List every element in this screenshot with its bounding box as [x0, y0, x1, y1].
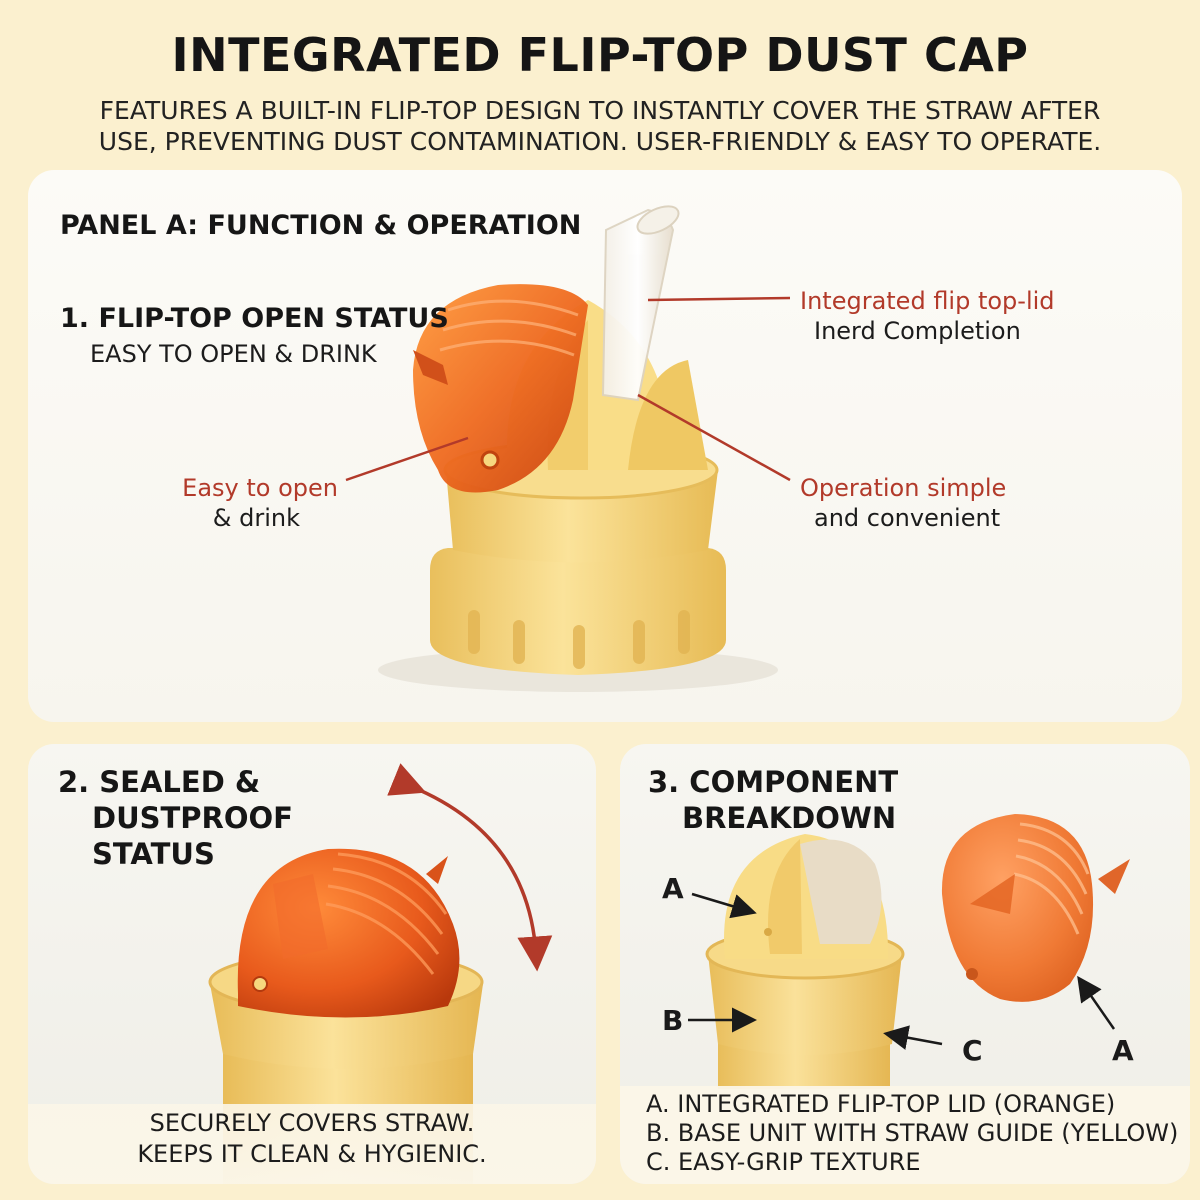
label-a-lid: A — [1112, 1034, 1134, 1067]
panel-3-title: 3. COMPONENT BREAKDOWN — [648, 764, 898, 836]
page-subtitle: FEATURES A BUILT-IN FLIP-TOP DESIGN TO I… — [40, 95, 1160, 157]
panel-sealed-dustproof: 2. SEALED & DUSTPROOF STATUS SECURELY CO… — [28, 744, 596, 1184]
panel-2-title-line-1: 2. SEALED & — [58, 765, 261, 799]
legend-item-c: C. EASY-GRIP TEXTURE — [646, 1148, 921, 1176]
panel-2-title-line-3: STATUS — [92, 837, 215, 871]
page-title: INTEGRATED FLIP-TOP DUST CAP — [171, 28, 1029, 82]
caption-box — [28, 1104, 596, 1184]
panel-2-title-line-2: DUSTPROOF — [92, 801, 293, 835]
subtitle-line-1: FEATURES A BUILT-IN FLIP-TOP DESIGN TO I… — [99, 96, 1101, 125]
panel-2-caption-line-1: SECURELY COVERS STRAW. — [149, 1109, 475, 1137]
callout-op-black: and convenient — [814, 504, 1001, 532]
label-b: B — [662, 1004, 684, 1037]
component-legend: A. INTEGRATED FLIP-TOP LID (ORANGE) B. B… — [646, 1090, 1178, 1177]
callout-lid-red: Integrated flip top-lid — [800, 287, 1055, 315]
panel-2-caption: SECURELY COVERS STRAW. KEEPS IT CLEAN & … — [28, 1108, 596, 1170]
callout-open-black: & drink — [212, 504, 300, 532]
callout-operation: Operation simple and convenient — [800, 473, 1006, 533]
subtitle-line-2: USE, PREVENTING DUST CONTAMINATION. USER… — [98, 127, 1102, 156]
panel-3-title-line-2: BREAKDOWN — [682, 801, 897, 835]
panel-2-title: 2. SEALED & DUSTPROOF STATUS — [58, 764, 293, 872]
legend-item-a: A. INTEGRATED FLIP-TOP LID (ORANGE) — [646, 1090, 1116, 1118]
panel-2-caption-line-2: KEEPS IT CLEAN & HYGIENIC. — [137, 1140, 487, 1168]
step-1-subtitle: EASY TO OPEN & DRINK — [90, 340, 377, 368]
label-a-base: A — [662, 872, 684, 905]
label-c: C — [962, 1034, 983, 1067]
legend-box — [620, 1086, 1190, 1184]
panel-function-operation: PANEL A: FUNCTION & OPERATION 1. FLIP-TO… — [28, 170, 1182, 722]
callout-flip-top-lid: Integrated flip top-lid Inerd Completion — [800, 286, 1055, 346]
callout-open-red: Easy to open — [182, 474, 338, 502]
component-illustration — [688, 814, 1130, 1089]
panel-component-breakdown: 3. COMPONENT BREAKDOWN A B C A A. INTEGR… — [620, 744, 1190, 1184]
panel-a-title: PANEL A: FUNCTION & OPERATION — [60, 210, 582, 241]
open-cap-illustration — [345, 205, 791, 692]
panel-3-title-line-1: 3. COMPONENT — [648, 765, 899, 799]
callout-lid-black: Inerd Completion — [814, 317, 1021, 345]
legend-item-b: B. BASE UNIT WITH STRAW GUIDE (YELLOW) — [646, 1119, 1179, 1147]
callout-easy-open: Easy to open & drink — [173, 473, 338, 533]
callout-op-red: Operation simple — [800, 474, 1007, 502]
step-1-title: 1. FLIP-TOP OPEN STATUS — [60, 303, 449, 334]
